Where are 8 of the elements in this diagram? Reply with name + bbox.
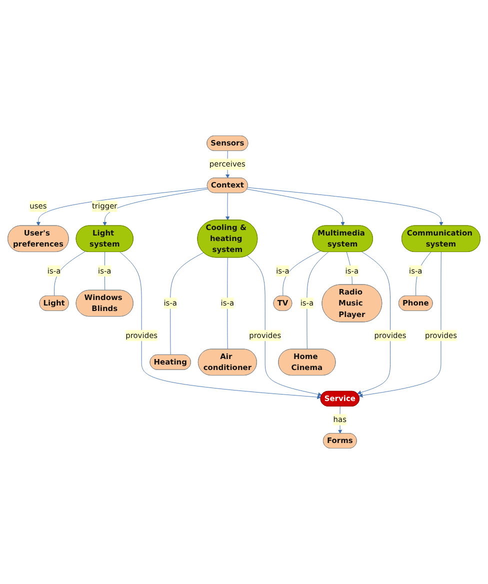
connector [104,252,106,291]
connector [306,252,329,350]
connector [282,250,321,296]
connector [416,252,432,296]
connector [346,252,352,285]
connector [227,257,228,350]
connector [54,251,86,296]
connector [170,252,204,356]
